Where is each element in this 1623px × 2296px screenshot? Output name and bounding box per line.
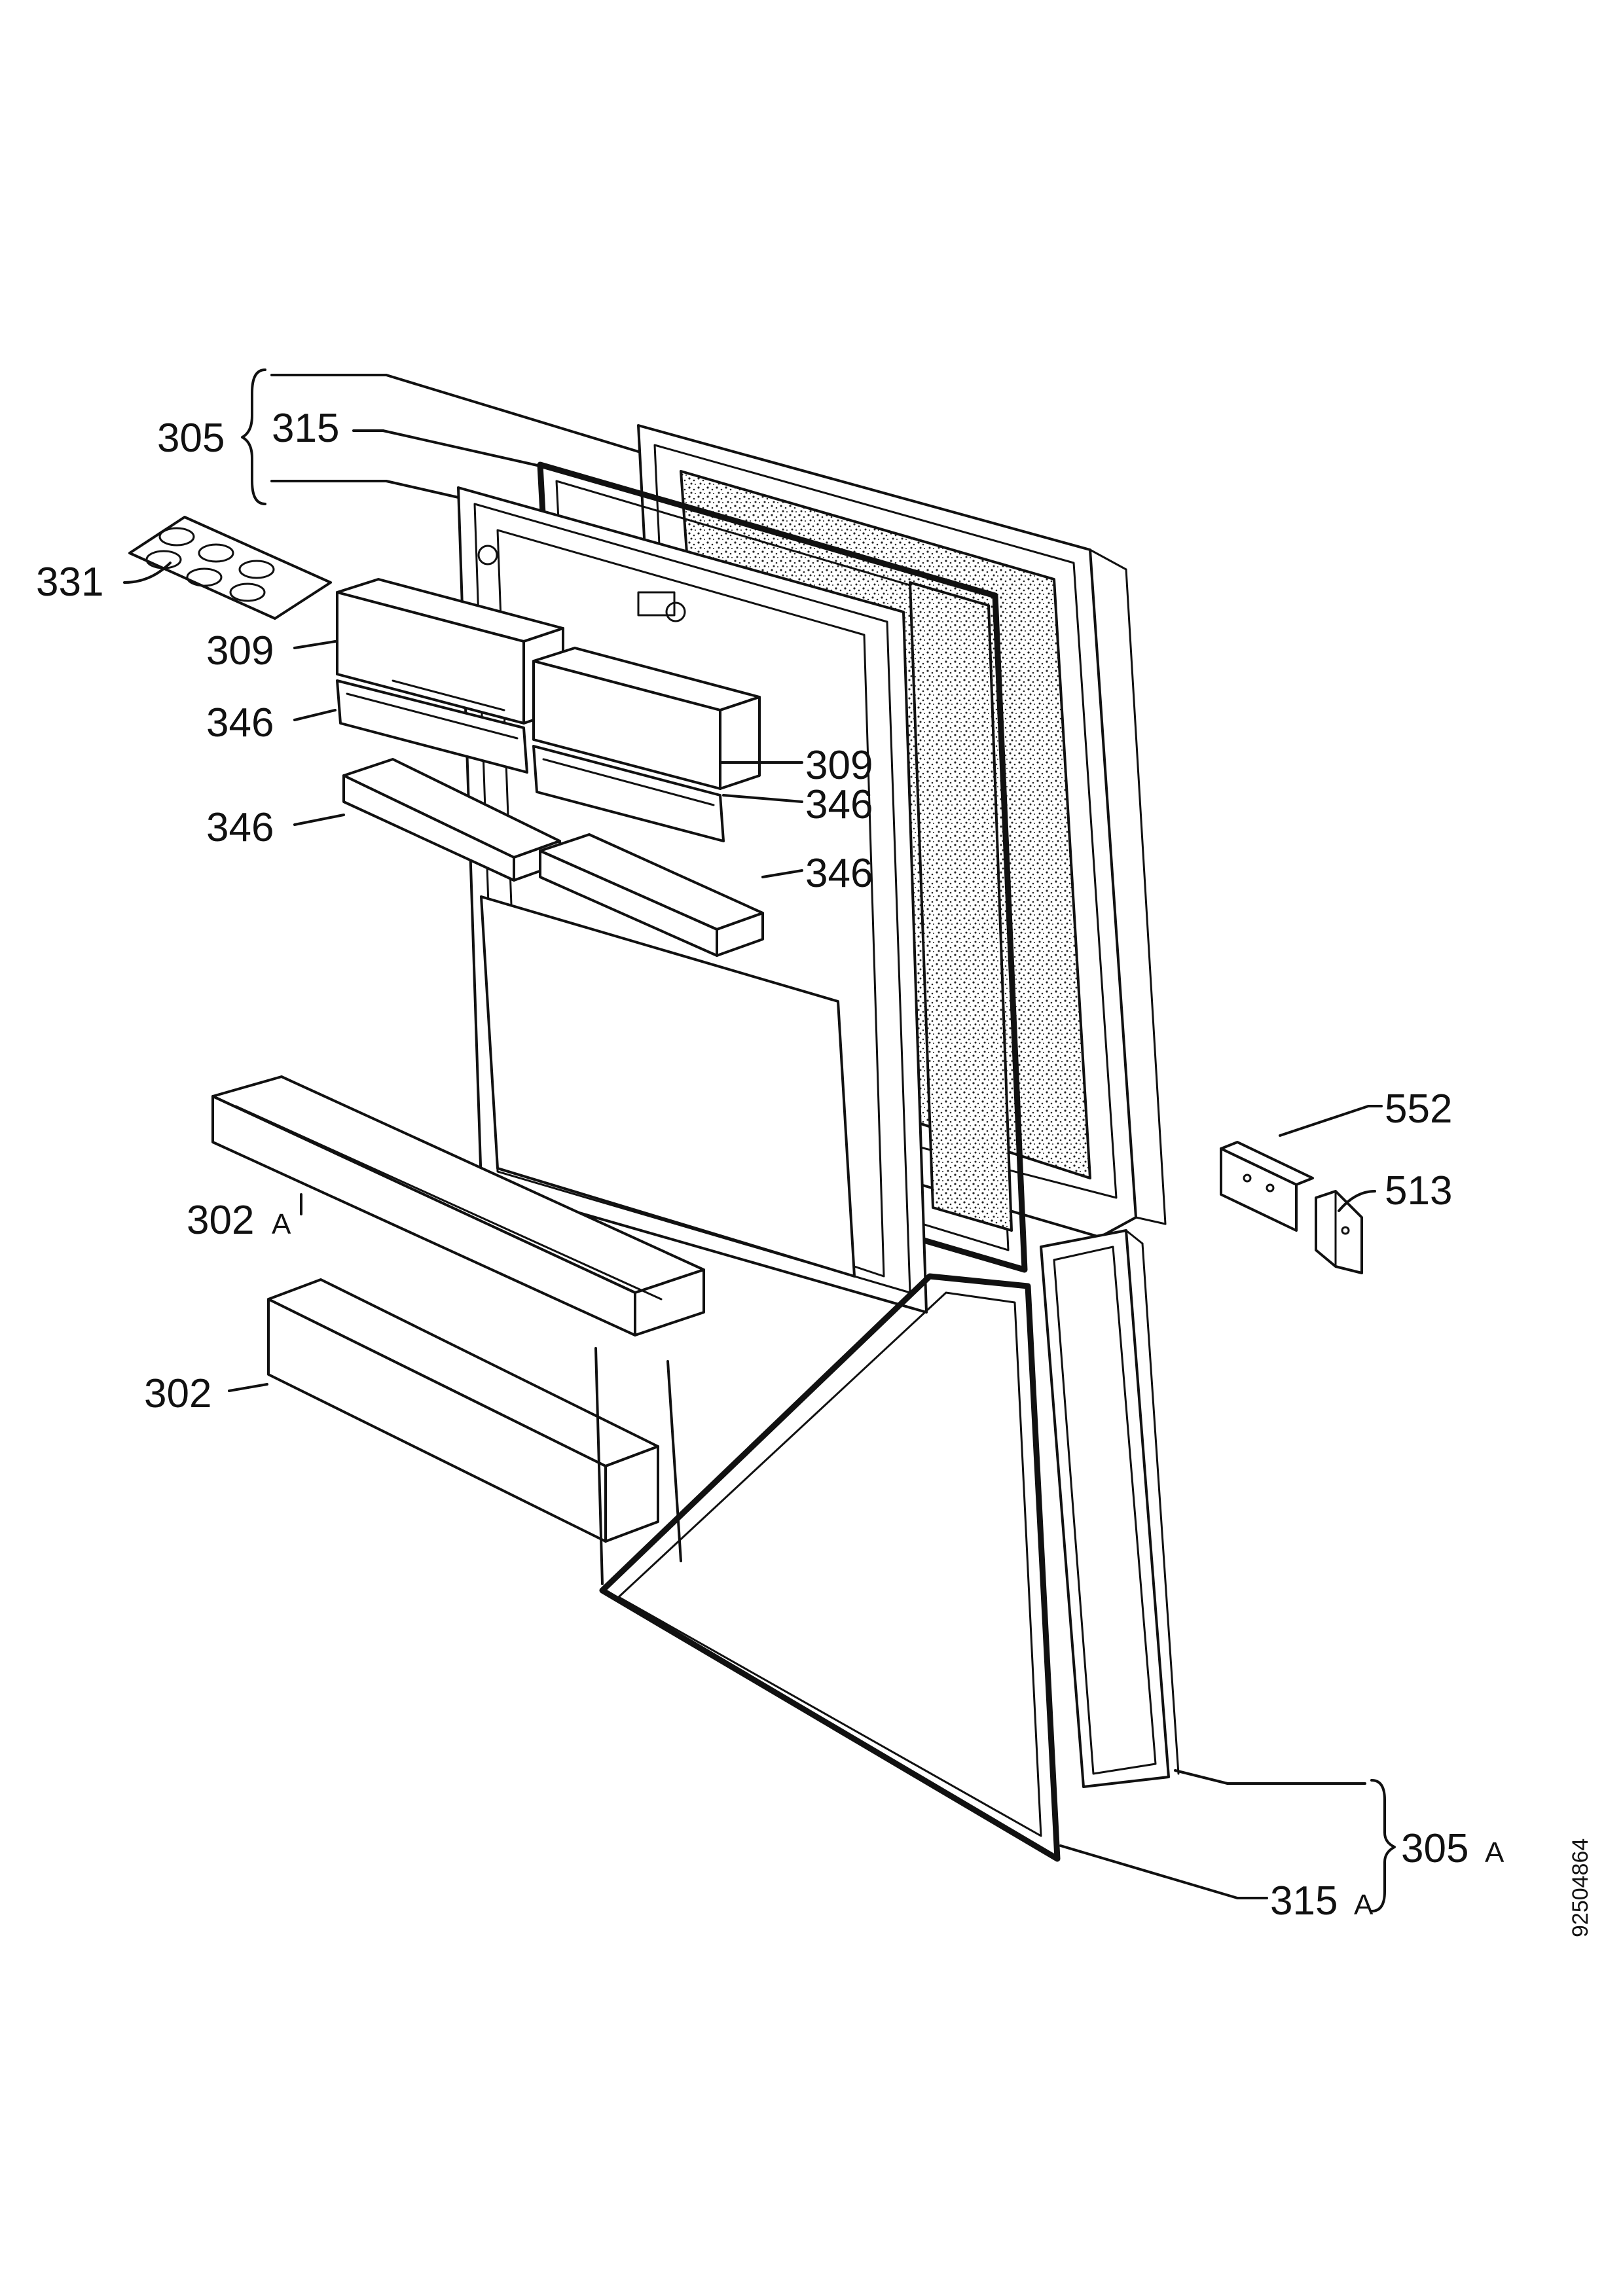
compartment-flap-right [532,745,725,842]
egg-tray [128,516,332,620]
lower-door-gasket [594,1273,1061,1862]
door-shelf-large-302a [211,1075,705,1336]
label-302a: 302 [187,1198,254,1243]
leader-lines [123,368,1396,1912]
label-309-left: 309 [206,628,274,673]
hinge-cover [1220,1141,1314,1232]
label-346-right-upper: 346 [805,782,873,827]
label-302a-suffix: A [272,1208,291,1240]
label-346-right-lower: 346 [805,851,873,896]
lower-door-outer-panel [1040,1229,1180,1788]
part-labels: 305 315 331 309 346 346 309 346 346 302 … [36,406,1504,1924]
label-552: 552 [1385,1086,1452,1132]
label-331: 331 [36,560,103,605]
butter-compartment-right [532,647,761,790]
label-305: 305 [157,416,225,461]
label-302: 302 [144,1371,211,1416]
label-305a: 305 [1401,1826,1468,1871]
door-shelf-small-right [539,833,764,957]
label-346-left-upper: 346 [206,700,274,745]
label-315: 315 [272,406,339,451]
label-513: 513 [1385,1168,1452,1213]
compartment-flap-left [336,679,528,774]
label-346-left-lower: 346 [206,805,274,850]
bottle-shelf-302 [267,1278,659,1543]
label-305a-suffix: A [1485,1837,1504,1869]
label-315a: 315 [1270,1878,1338,1924]
label-309-right: 309 [805,743,873,788]
drawing-number: 92504864 [1568,1839,1593,1937]
hinge-part [1315,1190,1363,1274]
label-315a-suffix: A [1354,1889,1374,1921]
